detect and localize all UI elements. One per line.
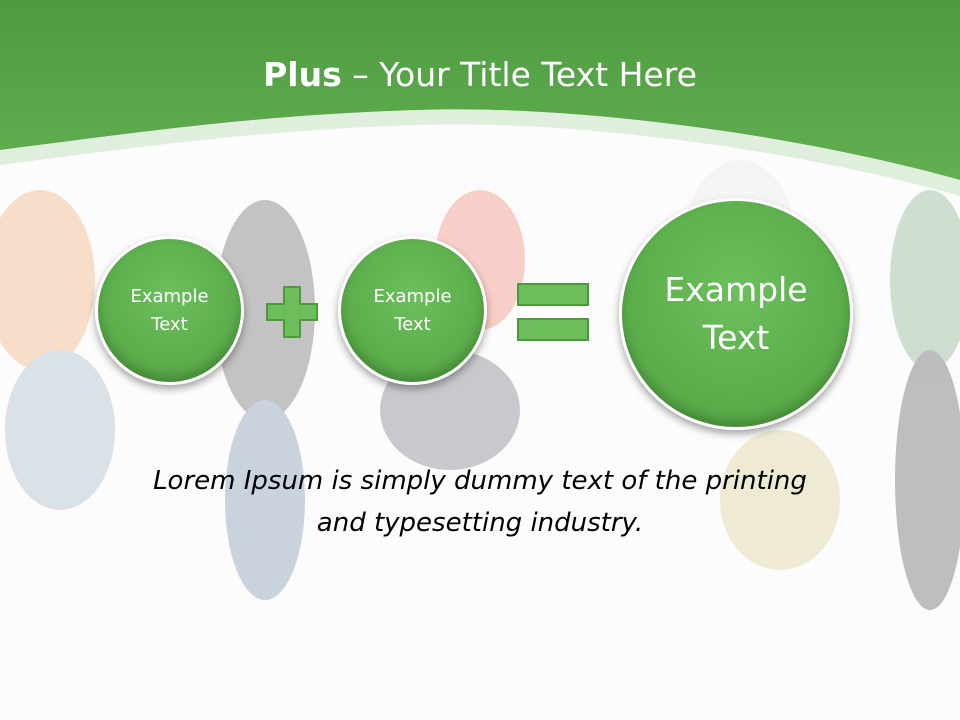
title-bold: Plus bbox=[263, 55, 342, 94]
equals-icon bbox=[517, 283, 589, 341]
example-circle-result-text: Example Text bbox=[664, 270, 808, 357]
body-text: Lorem Ipsum is simply dummy text of the … bbox=[153, 466, 807, 538]
example-circle-result: Example Text bbox=[619, 198, 853, 430]
title-text: – Your Title Text Here bbox=[341, 55, 697, 94]
plus-icon bbox=[266, 286, 318, 338]
example-circle-2-text: Example Text bbox=[373, 285, 452, 335]
example-circle-1-text: Example Text bbox=[130, 285, 209, 335]
slide-title: Plus – Your Title Text Here bbox=[0, 52, 960, 98]
example-circle-2: Example Text bbox=[338, 236, 487, 385]
example-circle-1: Example Text bbox=[95, 236, 244, 385]
